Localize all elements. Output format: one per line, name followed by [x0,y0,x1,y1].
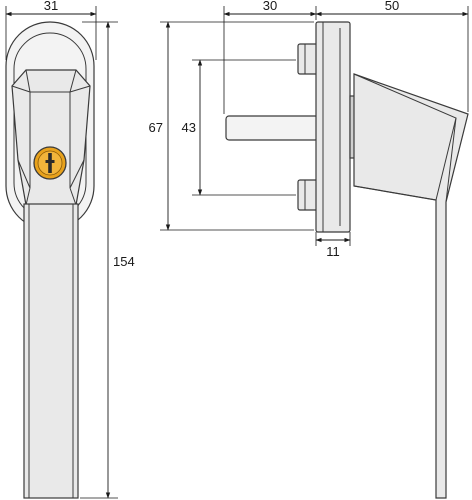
side-view [225,21,469,499]
front-lever-shaft [23,203,79,499]
dim-label-43: 43 [182,120,196,135]
base-plate [315,21,351,233]
dim-label-67: 67 [149,120,163,135]
dim-label-30: 30 [263,0,277,13]
dim-label-31: 31 [44,0,58,13]
dim-screw-spacing: 43 [182,59,296,196]
front-view [5,21,95,499]
dim-handle-depth: 50 [315,0,469,112]
dim-base-thickness: 11 [315,232,351,259]
dim-front-width: 31 [5,0,97,60]
lower-stud [297,179,319,211]
dim-label-50: 50 [385,0,399,13]
dim-label-154: 154 [113,254,135,269]
key-slot-icon [45,153,55,173]
dim-label-11: 11 [326,244,340,259]
dim-front-height: 154 [80,21,135,499]
upper-stud [297,43,319,75]
dim-base-height: 67 [149,21,314,231]
spindle [225,115,319,141]
